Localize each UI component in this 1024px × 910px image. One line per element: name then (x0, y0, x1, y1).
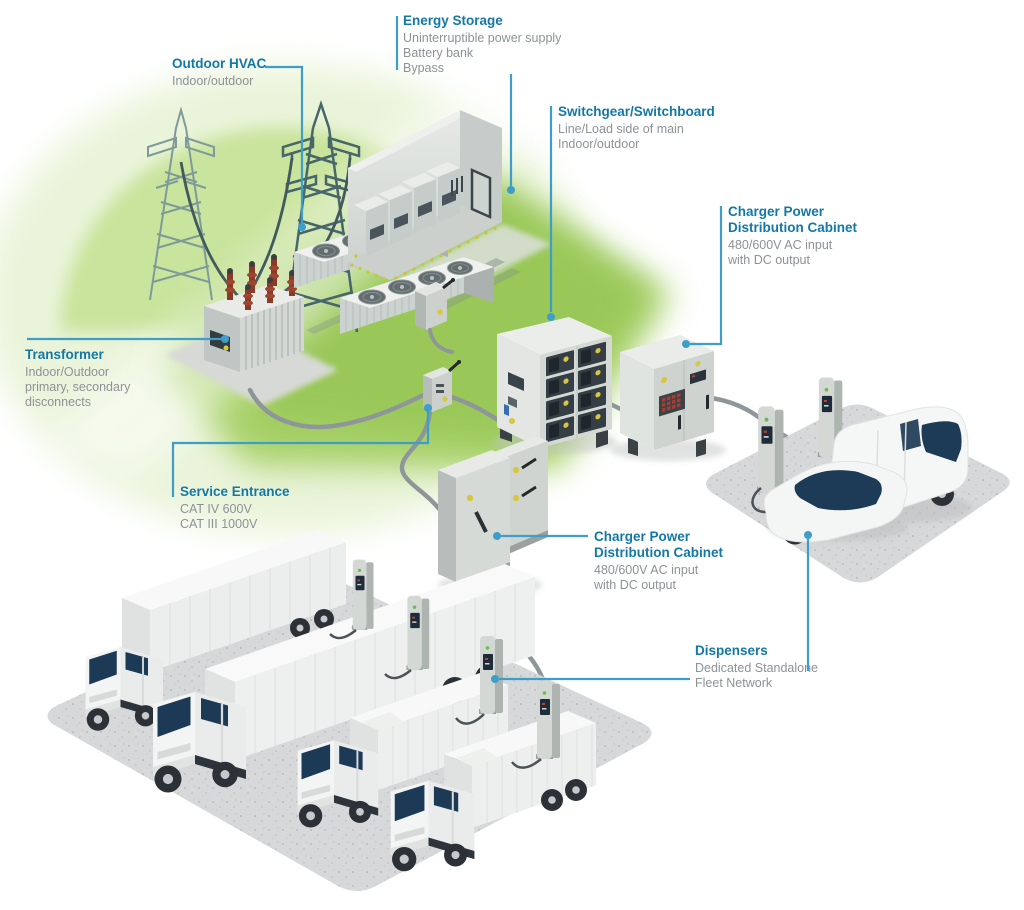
label-outdoor-hvac-desc: Indoor/outdoor (172, 74, 254, 88)
label-charger-pdc-right-desc: 480/600V AC input (728, 238, 833, 252)
label-dispensers: Dispensers Dedicated Standalone Fleet Ne… (695, 643, 818, 691)
label-energy-storage-desc: Battery bank (403, 46, 474, 60)
label-transformer-desc: disconnects (25, 395, 92, 409)
switchgear-cabinet (493, 317, 617, 454)
callout-dots (221, 186, 812, 683)
label-charger-pdc-right-title: Charger Power Distribution Cabinet (728, 204, 857, 235)
label-outdoor-hvac-title: Outdoor HVAC (172, 56, 267, 71)
label-dispensers-desc: Dedicated Standalone (695, 661, 819, 675)
breaker-modules (546, 341, 606, 443)
label-switchgear: Switchgear/Switchboard Line/Load side of… (558, 104, 715, 152)
label-dispensers-title: Dispensers (695, 643, 768, 658)
label-charger-pdc-right-desc: with DC output (728, 253, 810, 267)
label-transformer: Transformer Indoor/Outdoor primary, seco… (25, 347, 130, 410)
label-energy-storage-desc: Bypass (403, 61, 444, 75)
transformer-bushings (225, 254, 297, 310)
label-energy-storage-desc: Uninterruptible power supply (403, 31, 562, 45)
label-charger-pdc-mid: Charger Power Distribution Cabinet 480/6… (594, 529, 759, 593)
callout-dot (424, 404, 432, 412)
label-charger-pdc-mid-desc: 480/600V AC input (594, 563, 699, 577)
label-transformer-desc: primary, secondary (25, 380, 131, 394)
hvac-disconnect-box (415, 278, 455, 354)
label-charger-pdc-right: Charger Power Distribution Cabinet 480/6… (728, 204, 888, 268)
energy-storage-building (348, 110, 502, 281)
label-energy-storage-title: Energy Storage (403, 13, 503, 28)
service-entrance-box (423, 360, 461, 412)
ev-charging-pad (706, 377, 1010, 583)
fleet-charging-pad (47, 530, 652, 891)
callout-dot (682, 340, 690, 348)
label-dispensers-desc: Fleet Network (695, 676, 773, 690)
label-switchgear-desc: Indoor/outdoor (558, 137, 640, 151)
fleet-truck (84, 530, 346, 732)
label-switchgear-title: Switchgear/Switchboard (558, 104, 715, 119)
label-service-entrance-desc: CAT III 1000V (180, 517, 258, 531)
callout-dot (493, 532, 501, 540)
label-switchgear-desc: Line/Load side of main (558, 122, 684, 136)
callout-dot (491, 675, 499, 683)
label-energy-storage: Energy Storage Uninterruptible power sup… (403, 13, 561, 76)
label-charger-pdc-mid-desc: with DC output (594, 578, 676, 592)
callout-dot (221, 335, 229, 343)
label-outdoor-hvac: Outdoor HVAC Indoor/outdoor (172, 56, 266, 89)
callout-dot (547, 313, 555, 321)
callout-dot (507, 186, 515, 194)
pdc-door-details (659, 361, 709, 430)
label-transformer-title: Transformer (25, 347, 104, 362)
callout-leader-lines (27, 16, 810, 681)
charging-cable (329, 629, 542, 769)
label-charger-pdc-mid-title: Charger Power Distribution Cabinet (594, 529, 723, 560)
label-service-entrance: Service Entrance CAT IV 600V CAT III 100… (180, 484, 290, 532)
callout-dot (804, 531, 812, 539)
ev-sedan (751, 460, 908, 545)
label-transformer-desc: Indoor/Outdoor (25, 365, 110, 379)
label-service-entrance-desc: CAT IV 600V (180, 502, 252, 516)
battery-bank-cabinets (354, 162, 463, 256)
label-service-entrance-title: Service Entrance (180, 484, 290, 499)
building-door (470, 168, 492, 219)
pylon-icon (147, 106, 215, 301)
callout-dot (298, 223, 306, 231)
charger-pdc-right-cabinet (610, 335, 726, 461)
